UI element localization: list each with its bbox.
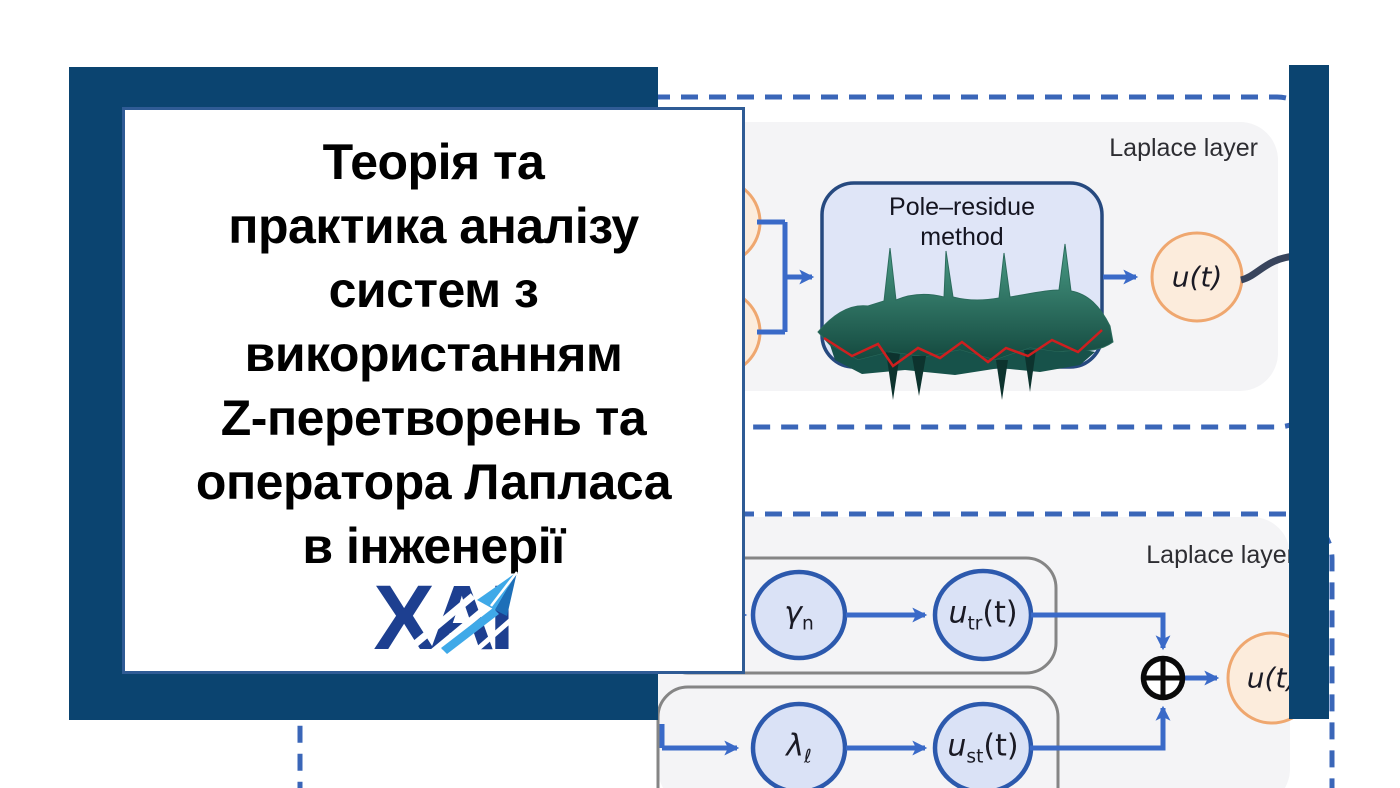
pole-residue-line2: method: [920, 223, 1004, 251]
arrow-utr-to-sum: [1031, 612, 1171, 651]
gamma-node: [750, 569, 848, 661]
u-tr-node-label: utr(t): [948, 595, 1018, 635]
steady-branch-box: [656, 685, 1060, 788]
arrow-ust-to-sum: [1030, 705, 1171, 751]
u-top-node-label: u(t): [1171, 260, 1223, 294]
u-st-node-label: ust(t): [947, 728, 1019, 768]
pole-residue-line1: Pole–residue: [889, 193, 1035, 221]
khai-logo-plane-icon: [400, 571, 518, 665]
title-line: практика аналізу: [228, 198, 639, 254]
pole-residue-method-label: Pole–residue method: [822, 192, 1102, 252]
gamma-node-label: γn: [784, 595, 814, 635]
title-card: Теорія та практика аналізу систем з вико…: [122, 107, 745, 674]
page-title: Теорія та практика аналізу систем з вико…: [125, 130, 742, 578]
laplace-layer-top-label: Laplace layer: [1109, 134, 1258, 162]
khai-logo: ХАІ: [341, 571, 541, 672]
lambda-node-label: λℓ: [786, 728, 812, 768]
sum-node-icon: [1140, 655, 1186, 701]
pole-residue-3d-surface-icon: [817, 243, 1114, 400]
lambda-node: [750, 701, 848, 788]
title-line: оператора Лапласа: [195, 454, 672, 510]
title-line: Теорія та: [322, 134, 545, 190]
title-line: використанням: [244, 326, 623, 382]
laplace-layer-bottom-label: Laplace layer: [1146, 541, 1295, 569]
output-curve: [1239, 252, 1297, 284]
right-accent-bar: [1289, 65, 1329, 719]
title-line: Z-перетворень та: [220, 390, 647, 446]
title-line: в інженерії: [302, 518, 565, 574]
title-line: систем з: [328, 262, 539, 318]
